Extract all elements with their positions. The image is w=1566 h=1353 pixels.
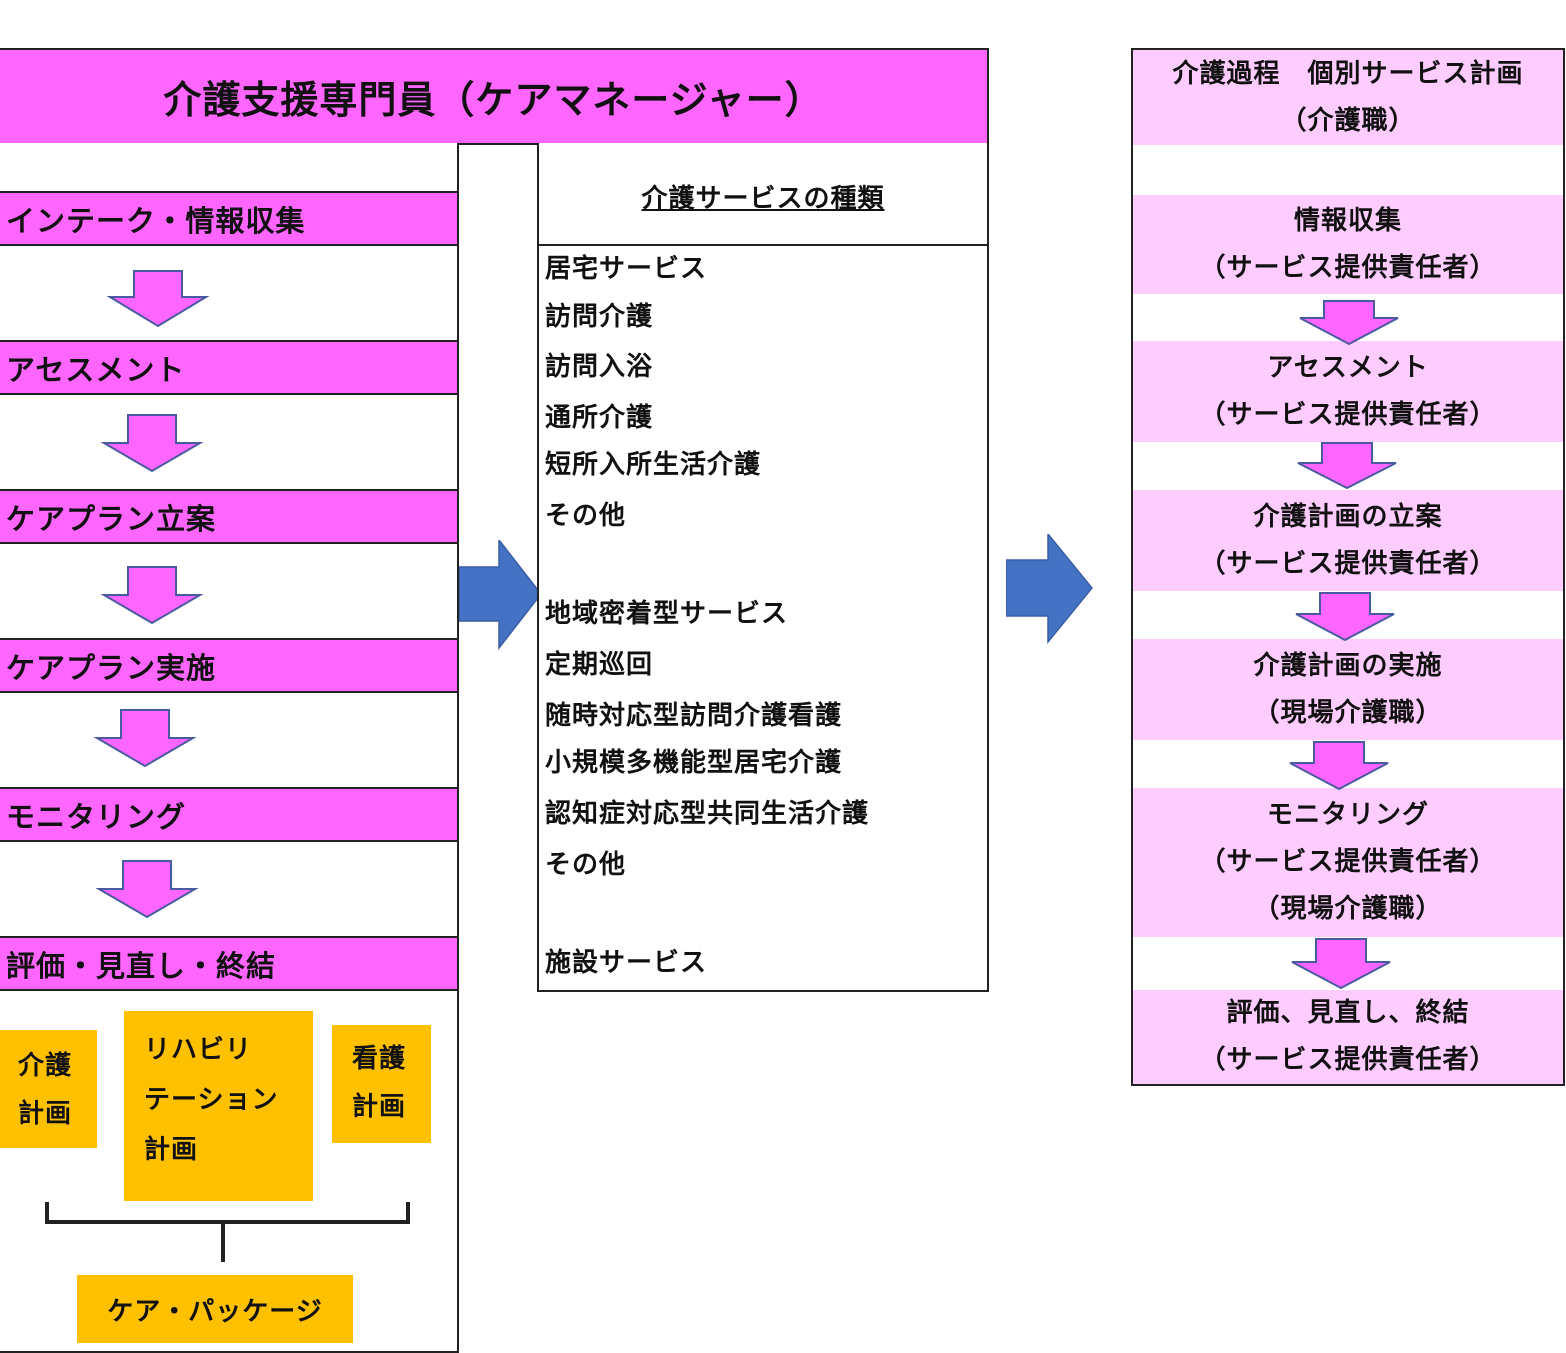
service-item: 通所介護 bbox=[545, 403, 654, 433]
right-arrow-icon bbox=[459, 540, 542, 650]
service-item: 訪問入浴 bbox=[545, 352, 654, 382]
process-step-line: 評価、見直し、終結 bbox=[1226, 998, 1470, 1028]
down-arrow-icon bbox=[106, 270, 210, 328]
service-item: その他 bbox=[545, 850, 627, 880]
step-careplan-draft: ケアプラン立案 bbox=[0, 489, 459, 544]
rehab-plan-box: リハビリ テーション 計画 bbox=[124, 1011, 313, 1201]
down-arrow-icon bbox=[1291, 938, 1391, 990]
process-step-line: 情報収集 bbox=[1293, 205, 1402, 236]
step-intake: インテーク・情報収集 bbox=[0, 191, 459, 246]
down-arrow-icon bbox=[95, 860, 199, 919]
process-step-line: （サービス提供責任者） bbox=[1199, 399, 1497, 430]
process-step-evaluation: 評価、見直し、終結 （サービス提供責任者） bbox=[1133, 990, 1563, 1084]
kango-plan-line: 看護 bbox=[352, 1044, 407, 1074]
service-item: 居宅サービス bbox=[545, 254, 708, 284]
service-item: 施設サービス bbox=[545, 948, 708, 978]
process-step-monitoring: モニタリング （サービス提供責任者） （現場介護職） bbox=[1133, 788, 1563, 937]
process-step-line: （サービス提供責任者） bbox=[1199, 548, 1497, 579]
process-step-assessment: アセスメント （サービス提供責任者） bbox=[1133, 341, 1563, 442]
service-types-heading: 介護サービスの種類 bbox=[537, 172, 989, 220]
process-step-line: （現場介護職） bbox=[1253, 894, 1443, 924]
process-step-line: モニタリング bbox=[1266, 800, 1429, 830]
kaigo-plan-line: 計画 bbox=[18, 1099, 73, 1129]
down-arrow-icon bbox=[93, 709, 197, 768]
process-step-plan-implement: 介護計画の実施 （現場介護職） bbox=[1133, 639, 1563, 740]
kango-plan-line: 計画 bbox=[352, 1092, 407, 1122]
service-item: 短所入所生活介護 bbox=[545, 450, 762, 480]
service-item: 地域密着型サービス bbox=[545, 599, 789, 629]
care-process-header-line: 介護過程 個別サービス計画 bbox=[1172, 58, 1524, 89]
right-arrow-icon bbox=[1006, 534, 1093, 644]
rehab-plan-line: テーション bbox=[144, 1085, 279, 1115]
down-arrow-icon bbox=[100, 566, 204, 625]
kango-plan-box: 看護 計画 bbox=[332, 1025, 431, 1143]
process-step-line: 介護計画の実施 bbox=[1253, 650, 1443, 681]
step-monitoring: モニタリング bbox=[0, 787, 459, 842]
grouping-brace bbox=[45, 1202, 410, 1262]
rehab-plan-line: リハビリ bbox=[144, 1035, 253, 1065]
process-step-plan-draft: 介護計画の立案 （サービス提供責任者） bbox=[1133, 490, 1563, 591]
rehab-plan-line: 計画 bbox=[144, 1135, 199, 1165]
process-step-line: アセスメント bbox=[1267, 352, 1429, 383]
care-package-box: ケア・パッケージ bbox=[77, 1275, 353, 1343]
step-careplan-implement: ケアプラン実施 bbox=[0, 638, 459, 693]
service-types-panel bbox=[537, 143, 989, 992]
page-title: 介護支援専門員（ケアマネージャー） bbox=[0, 48, 989, 145]
service-item: 随時対応型訪問介護看護 bbox=[545, 701, 843, 731]
down-arrow-icon bbox=[1289, 741, 1389, 791]
service-item: 訪問介護 bbox=[545, 302, 654, 332]
service-item: 認知症対応型共同生活介護 bbox=[545, 799, 870, 829]
care-package-label: ケア・パッケージ bbox=[107, 1296, 323, 1327]
service-item: その他 bbox=[545, 501, 627, 531]
service-item: 小規模多機能型居宅介護 bbox=[545, 748, 843, 778]
down-arrow-icon bbox=[1295, 592, 1395, 642]
process-step-line: （現場介護職） bbox=[1253, 697, 1443, 728]
process-step-line: （サービス提供責任者） bbox=[1199, 252, 1497, 283]
care-process-header: 介護過程 個別サービス計画 （介護職） bbox=[1133, 50, 1563, 145]
process-step-info-gathering: 情報収集 （サービス提供責任者） bbox=[1133, 195, 1563, 294]
down-arrow-icon bbox=[100, 414, 204, 473]
process-step-line: 介護計画の立案 bbox=[1253, 501, 1443, 532]
process-step-line: （サービス提供責任者） bbox=[1199, 847, 1497, 877]
divider bbox=[537, 244, 989, 246]
service-types-heading-text: 介護サービスの種類 bbox=[641, 183, 885, 214]
kaigo-plan-box: 介護 計画 bbox=[0, 1030, 97, 1148]
care-process-header-line: （介護職） bbox=[1280, 105, 1416, 136]
service-item: 定期巡回 bbox=[545, 650, 654, 680]
step-evaluation: 評価・見直し・終結 bbox=[0, 936, 459, 991]
down-arrow-icon bbox=[1299, 300, 1399, 346]
process-step-line: （サービス提供責任者） bbox=[1199, 1045, 1497, 1075]
down-arrow-icon bbox=[1297, 442, 1397, 490]
kaigo-plan-line: 介護 bbox=[18, 1051, 73, 1081]
step-assessment: アセスメント bbox=[0, 340, 459, 395]
